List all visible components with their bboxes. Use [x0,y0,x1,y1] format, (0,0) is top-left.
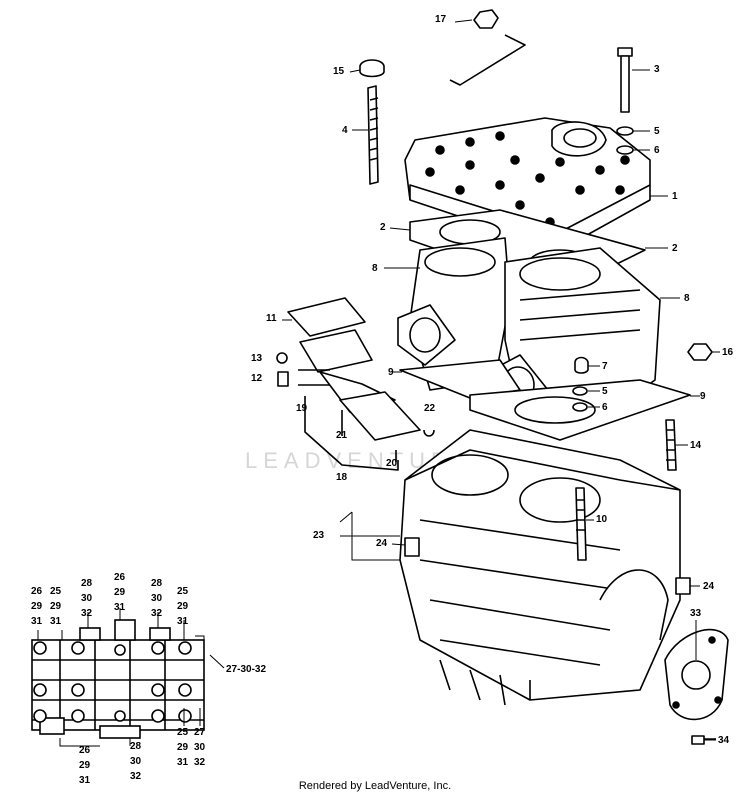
inset-label-32: 32 [81,608,93,619]
callout-9-right: 9 [700,391,706,402]
callout-12: 12 [251,373,263,384]
inset-label-27: 27 [194,727,206,738]
washer-13 [276,352,288,364]
inset-label-32b: 32 [151,608,163,619]
inset-label-31c: 31 [114,602,126,613]
callout-20: 20 [386,458,398,469]
screw-12 [277,371,289,387]
head-nut-17 [449,9,526,86]
inset-label-31f: 31 [177,757,189,768]
callout-18: 18 [336,472,348,483]
callout-6-top: 6 [654,145,660,156]
bracket-18 [304,420,399,471]
stud-bolt-4 [367,85,379,185]
inset-label-26: 26 [31,586,43,597]
cylinder-block-8 [397,237,661,421]
inset-label-28b: 28 [151,578,163,589]
callout-33: 33 [690,608,702,619]
inset-label-29f: 29 [177,742,189,753]
callout-2-left: 2 [380,222,386,233]
callout-23: 23 [313,530,325,541]
inset-label-26c: 26 [79,745,91,756]
bracket-19-21-20 [304,396,397,462]
inset-label-29b: 29 [50,601,62,612]
inset-label-30d: 30 [194,742,206,753]
callout-9-left: 9 [388,367,394,378]
callout-8-right: 8 [684,293,690,304]
callout-24-left: 24 [376,538,388,549]
callout-21: 21 [336,430,348,441]
callout-3: 3 [654,64,660,75]
bolt-3 [617,47,633,113]
callout-11: 11 [266,313,277,324]
callout-6-bottom: 6 [602,402,608,413]
inset-label-31b: 31 [50,616,62,627]
cover-plate-33 [664,628,729,721]
callout-22: 22 [424,403,436,414]
inset-label-25c: 25 [177,727,189,738]
inset-label-30c: 30 [130,756,142,767]
inset-label-25b: 25 [177,586,189,597]
inset-label-31: 31 [31,616,43,627]
callout-7: 7 [602,361,608,372]
washer-6b [572,402,588,412]
callout-5-bottom: 5 [602,386,608,397]
callout-leaders [282,19,720,741]
base-gasket-9 [399,359,691,441]
footer-credit: Rendered by LeadVenture, Inc. [298,780,452,792]
inset-label-30b: 30 [151,593,163,604]
callout-19: 19 [296,403,308,414]
inset-label-29c: 29 [114,587,126,598]
callout-10: 10 [596,514,608,525]
inset-label-29d: 29 [177,601,189,612]
washer-5b [572,386,588,396]
dowel-pin-24a [404,537,420,557]
stud-10 [575,487,587,561]
inset-crankcase-bottom [31,608,225,747]
callout-16: 16 [722,347,734,358]
stud-14 [665,419,677,471]
inset-label-30: 30 [81,593,93,604]
screw-34 [691,735,716,745]
callout-34: 34 [718,735,730,746]
inset-label-26b: 26 [114,572,126,583]
clip-22 [423,429,435,437]
inset-label-25: 25 [50,586,62,597]
nut-7 [574,356,589,374]
inset-label-29e: 29 [79,760,91,771]
inset-label-28c: 28 [130,741,142,752]
crankcase-23 [399,429,681,706]
callout-17: 17 [435,14,447,25]
callout-24-right: 24 [703,581,715,592]
callout-8-left: 8 [372,263,378,274]
dowel-pin-24b [675,577,691,595]
callout-5-top: 5 [654,126,660,137]
callout-4: 4 [342,125,348,136]
reed-valve-assembly [287,297,421,441]
inset-label-32d: 32 [194,757,206,768]
inset-label-31d: 31 [177,616,189,627]
washer-5 [616,126,634,136]
inset-label-28: 28 [81,578,93,589]
callout-13: 13 [251,353,263,364]
callout-14: 14 [690,440,702,451]
callout-15: 15 [333,66,345,77]
inset-label-31e: 31 [79,775,91,786]
inset-label-29: 29 [31,601,43,612]
inset-label-32c: 32 [130,771,142,782]
callout-27-30-32: 27-30-32 [226,664,267,675]
callout-2-right: 2 [672,243,678,254]
nut-16 [687,343,713,361]
nut-15 [359,59,385,78]
callout-1: 1 [672,191,678,202]
